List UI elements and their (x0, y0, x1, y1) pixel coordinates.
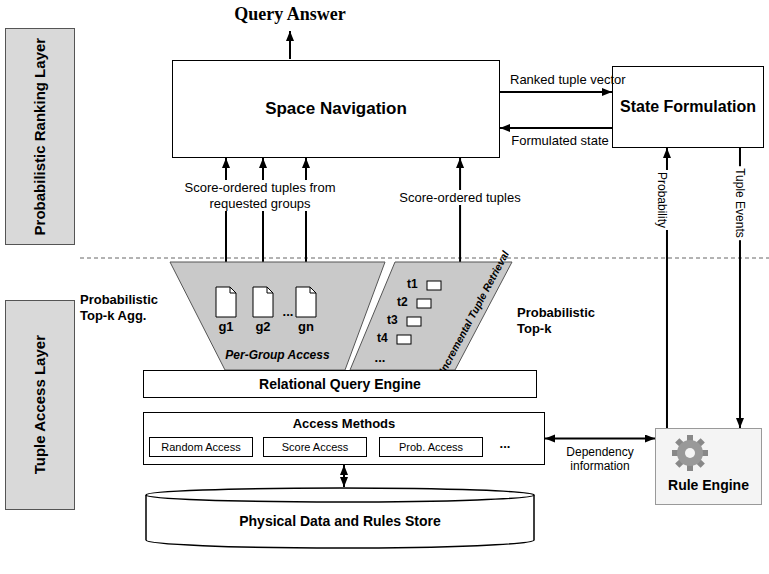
text-holder: State Formulation (613, 67, 763, 147)
text-holder: Random Access (150, 438, 252, 456)
tuple-item: t3 (387, 314, 423, 328)
layer-divider (80, 258, 769, 259)
node-text: Random Access (161, 441, 240, 453)
process-box: State Formulation (612, 66, 764, 148)
method-box: Score Access (263, 437, 367, 457)
tuple-box (427, 281, 441, 290)
node-text: Tuple Access Layer (31, 310, 48, 500)
connector-arrow (343, 465, 345, 487)
text-holder: Tuple Access Layer (6, 301, 74, 509)
connector-arrow (500, 127, 612, 129)
connector-arrow (459, 158, 461, 262)
tuple-box (417, 299, 431, 308)
document-fold (230, 287, 236, 293)
engine-box: Relational Query Engine (143, 370, 537, 398)
node-text: Relational Query Engine (259, 376, 421, 392)
output-label: Query Answer (215, 4, 365, 25)
node-text: Rule Engine (656, 477, 761, 493)
node-text: Space Navigation (265, 99, 407, 119)
node-text: Per-Group Access (200, 348, 355, 362)
cylinder-body (146, 495, 534, 548)
access-funnel: Probabilistic Top-k Agg.Per-Group Access… (170, 262, 385, 370)
group-document: gn (295, 286, 317, 334)
node-text: t3 (387, 313, 398, 327)
text-holder: Prob. Access (380, 438, 482, 456)
document-shape (296, 287, 316, 317)
layer-band: Tuple Access Layer (5, 300, 75, 510)
ellipsis-label: ... (370, 350, 390, 365)
edge-label: Tuple Events (733, 166, 747, 240)
text-holder: Relational Query Engine (144, 371, 536, 397)
ellipsis-label: ... (278, 304, 298, 319)
tuple-box (407, 317, 421, 326)
funnel-shape (170, 262, 385, 370)
edge-label: Formulated state (510, 133, 610, 148)
node-text: Probabilistic Top-k (517, 305, 595, 336)
text-holder: Score Access (264, 438, 366, 456)
node-text: Prob. Access (399, 441, 463, 453)
document-fold (310, 287, 316, 293)
text-holder: Space Navigation (173, 61, 499, 157)
node-text: t4 (377, 331, 388, 345)
rule-engine-box: Rule Engine (655, 428, 762, 505)
group-document: g1 (215, 286, 237, 334)
gear-hole (685, 448, 695, 458)
tuple-box (397, 335, 411, 344)
node-text: gn (291, 319, 321, 334)
method-box: Random Access (149, 437, 253, 457)
process-box: Space Navigation (172, 60, 500, 158)
tuple-item: t4 (377, 332, 413, 346)
group-document: g2 (252, 286, 274, 334)
node-text: g2 (248, 319, 278, 334)
edge-label: Ranked tuple vector (510, 72, 610, 87)
node-text: Access Methods (144, 416, 544, 431)
document-fold (267, 287, 273, 293)
node-text: t2 (397, 295, 408, 309)
gear-body (677, 440, 703, 466)
ellipsis-label: ... (494, 436, 516, 451)
document-shape (253, 287, 273, 317)
tuple-item: t2 (397, 296, 433, 310)
node-text: g1 (211, 319, 241, 334)
answer-arrow (289, 31, 291, 59)
data-store-cylinder: Physical Data and Rules Store (145, 487, 535, 548)
text-holder: Probabilistic Ranking Layer (6, 29, 74, 244)
node-text: Probabilistic Top-k Agg. (80, 292, 168, 323)
edge-label: Probability (655, 170, 669, 230)
access-methods-box: Access MethodsRandom Access Score Access P… (143, 412, 545, 465)
connector-arrow (500, 91, 612, 93)
edge-label: Score-ordered tuples (395, 190, 525, 205)
node-text: State Formulation (620, 97, 756, 116)
edge-label: Score-ordered tuples from requested grou… (172, 180, 348, 211)
edge-label: Dependency information (548, 446, 652, 474)
gear-icon (672, 435, 708, 471)
node-text: Probabilistic Ranking Layer (31, 37, 48, 237)
document-shape (216, 287, 236, 317)
cylinder-top (146, 488, 534, 502)
connector-arrow (545, 438, 655, 440)
method-box: Prob. Access (379, 437, 483, 457)
node-text: Score Access (282, 441, 349, 453)
retrieval-funnel: Probabilistic Top-kIncremental Tuple Ret… (345, 262, 512, 370)
tuple-item: t1 (407, 278, 443, 292)
node-text: Physical Data and Rules Store (145, 513, 535, 529)
layer-band: Probabilistic Ranking Layer (5, 28, 75, 245)
node-text: t1 (407, 277, 418, 291)
